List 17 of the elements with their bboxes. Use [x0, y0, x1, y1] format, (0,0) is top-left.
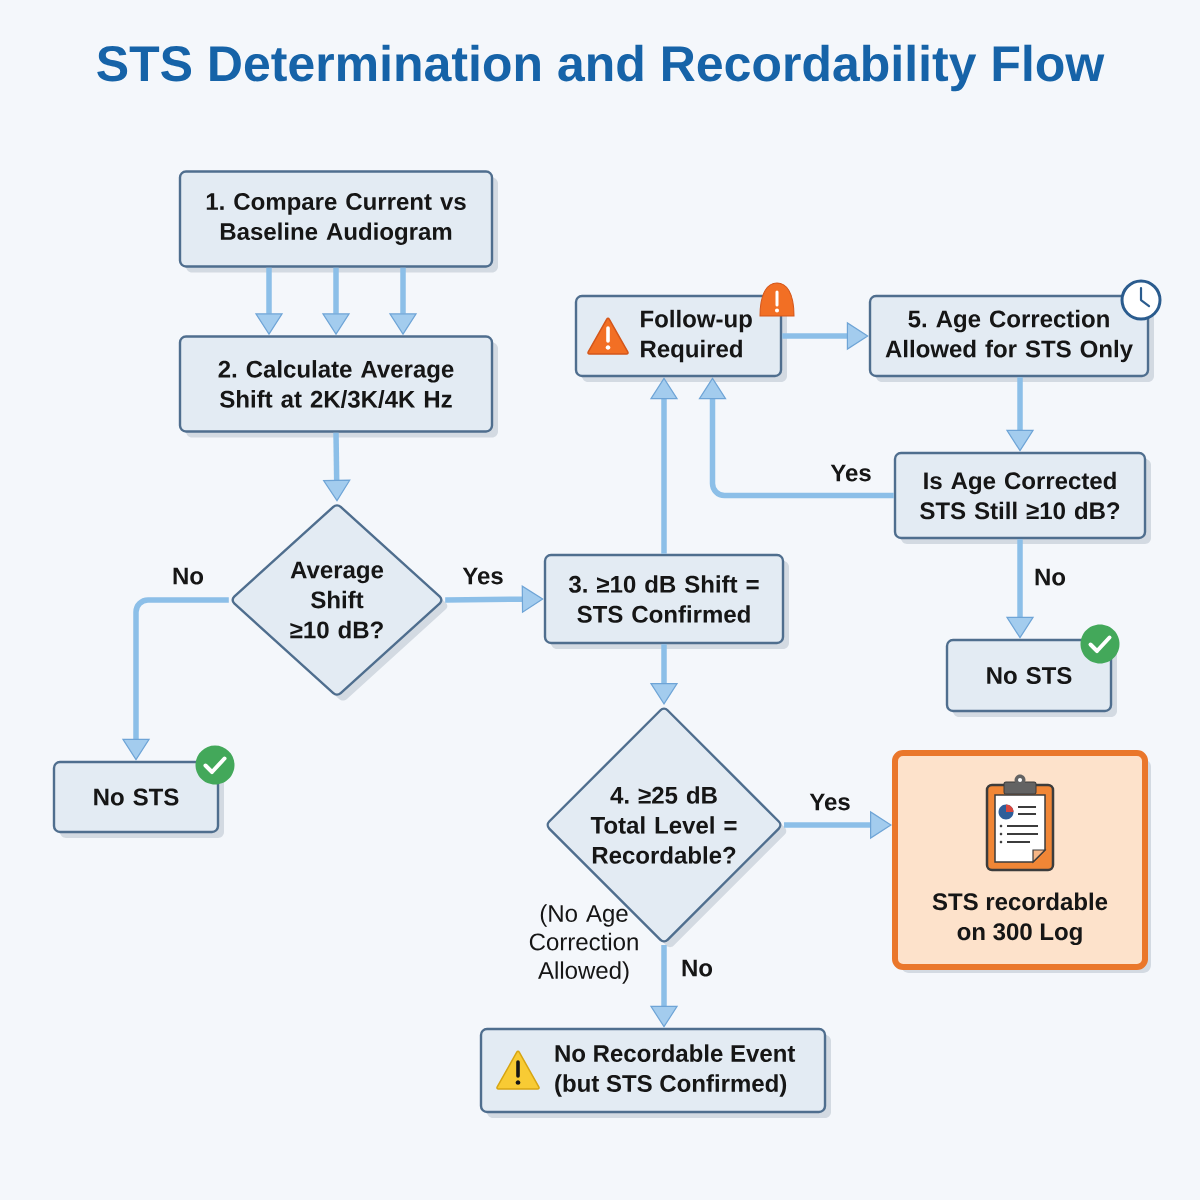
title: STS Determination and Recordability Flow — [97, 44, 1105, 92]
arrow — [698, 377, 894, 499]
process-box: 2. Calculate Average Shift at 2K/3K/4K Hz — [178, 335, 498, 438]
edge-label: No — [1032, 566, 1068, 588]
edge-label: Yes — [807, 791, 853, 813]
process-box: No Recordable Event (but STS Confirmed) — [479, 1027, 831, 1118]
edge-label: No — [170, 565, 206, 587]
process-box: No STS — [945, 638, 1117, 717]
process-box: 1. Compare Current vs Baseline Audiogram — [178, 170, 498, 273]
edge-label: Yes — [828, 462, 874, 484]
process-box: 5. Age Correction Allowed for STS Only — [868, 294, 1154, 382]
process-box: 3. ≥10 dB Shift = STS Confirmed — [543, 553, 789, 649]
process-box: No STS — [52, 760, 224, 838]
process-box: Is Age Corrected STS Still ≥10 dB? — [893, 451, 1151, 544]
edge-label: Yes — [460, 565, 506, 587]
process-box: Follow-up Required — [574, 294, 787, 382]
edge-label: No — [679, 957, 715, 979]
